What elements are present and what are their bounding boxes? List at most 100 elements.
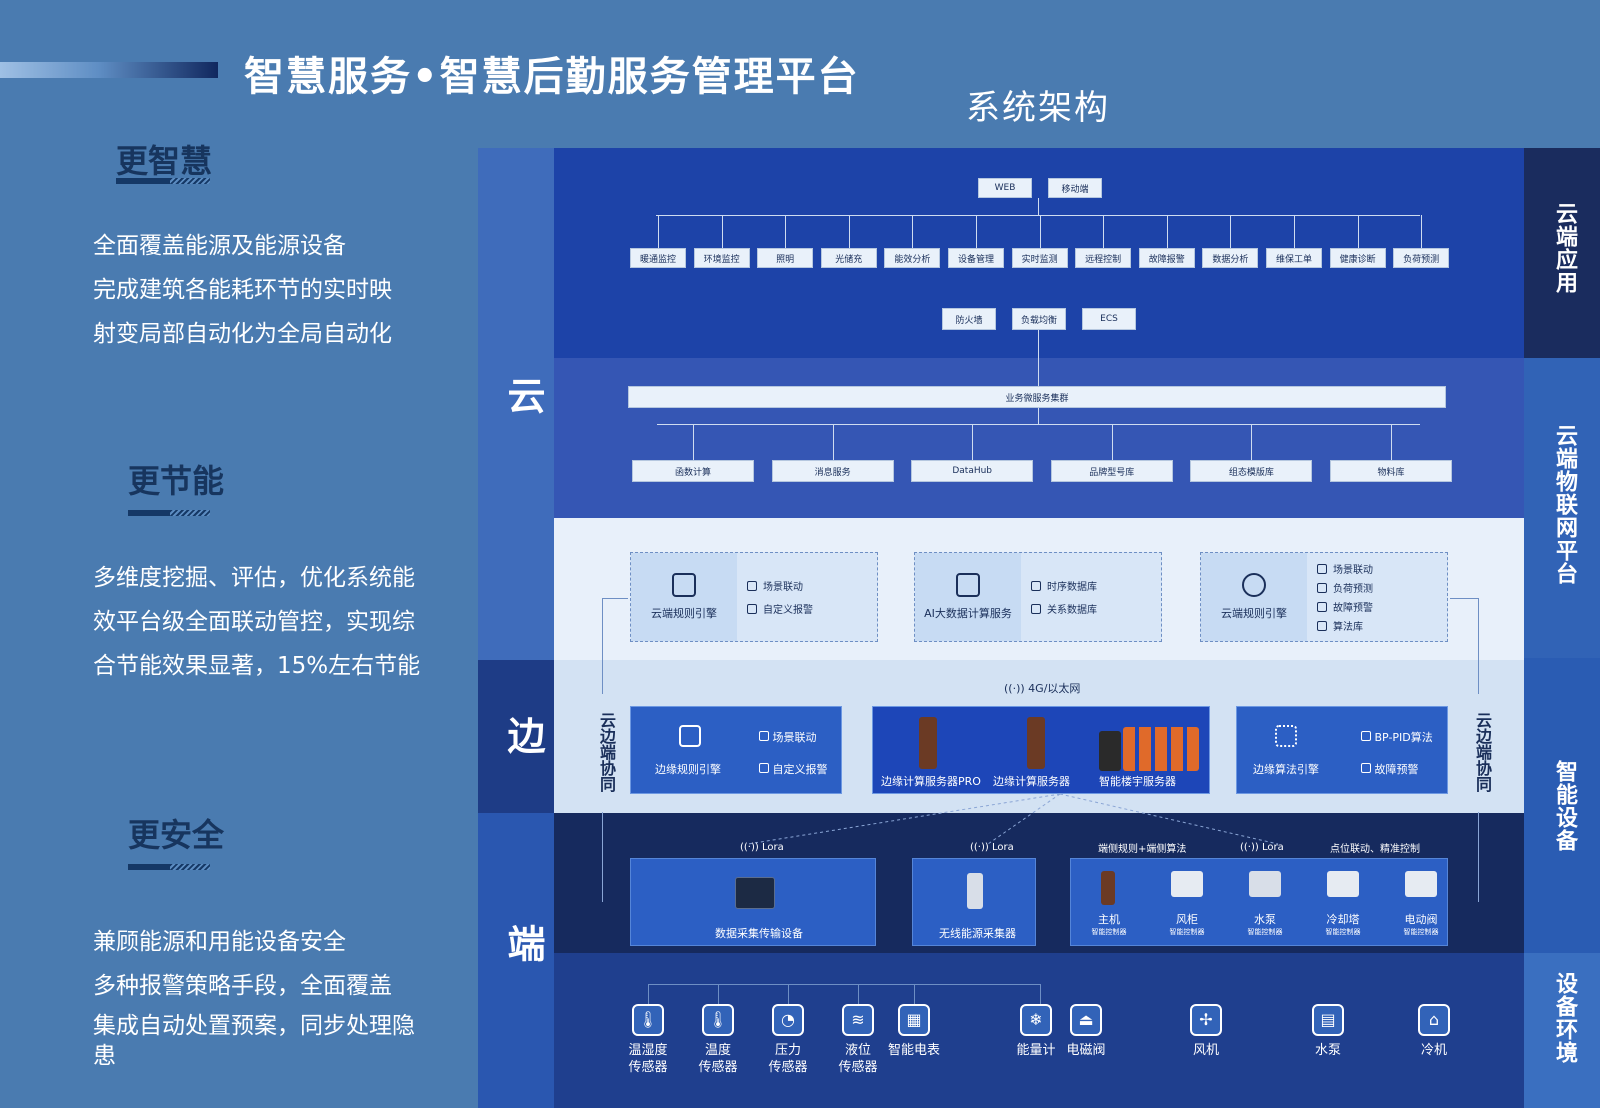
text-line: 全面覆盖能源及能源设备 — [93, 233, 346, 259]
wifi-icon: ((·)) — [1240, 842, 1262, 853]
sensor-label: 传感器 — [698, 1060, 738, 1075]
stack-icon — [1361, 731, 1371, 741]
card-title: 云端规则引擎 — [651, 607, 717, 620]
card-item-label: 场景联动 — [763, 582, 803, 593]
point-control-label: 点位联动、精准控制 — [1330, 844, 1420, 855]
connector — [832, 424, 834, 460]
connector — [1038, 408, 1039, 424]
sensor-device: ⏏ 电磁阀 — [1056, 1004, 1116, 1059]
network-text: 4G/以太网 — [1028, 682, 1081, 695]
platform-service: 组态模版库 — [1190, 460, 1313, 482]
sensor-connector — [718, 984, 719, 1004]
chart-image-icon — [956, 573, 980, 597]
right-band-device — [1524, 658, 1600, 953]
sensor-label: 液位 — [844, 1043, 871, 1058]
app-module: 健康诊断 — [1329, 248, 1386, 268]
algorithm-icon — [1275, 725, 1297, 747]
architecture-title: 系统架构 — [966, 88, 1110, 128]
connector — [912, 215, 914, 248]
edge-server-pro-device — [919, 717, 937, 769]
app-module: 远程控制 — [1075, 248, 1132, 268]
feature-text-safety: 兼顾能源和用能设备安全 多种报警策略手段，全面覆盖 集成自动处置预案，同步处理隐… — [93, 920, 415, 1068]
card-main: 云端规则引擎 — [1201, 553, 1307, 641]
right-band-app — [1524, 148, 1600, 358]
card-item: 场景联动 — [1317, 561, 1447, 576]
title-accent-bar — [0, 62, 218, 78]
platform-service: 物料库 — [1330, 460, 1452, 482]
bell-icon — [1317, 601, 1327, 612]
sync-line — [1478, 598, 1479, 694]
sensor-label: 智能电表 — [887, 1043, 940, 1058]
connector — [972, 424, 974, 460]
water-level-icon: ≋ — [842, 1004, 874, 1036]
sensor-device: ▦智能电表 — [884, 1004, 944, 1059]
lora-text: Lora — [761, 842, 784, 853]
platform-service: DataHub — [911, 460, 1034, 482]
card-items: 场景联动 自定义报警 — [747, 553, 877, 641]
sensor-label: 传感器 — [768, 1060, 808, 1075]
sensor-device: ✢风机 — [1176, 1004, 1236, 1059]
app-module: 数据分析 — [1202, 248, 1259, 268]
connector — [658, 215, 659, 248]
connector — [693, 424, 694, 460]
sensor-label: 水泵 — [1314, 1043, 1341, 1058]
sensor-label: 电磁阀 — [1066, 1043, 1106, 1058]
connector — [1251, 424, 1253, 460]
edge-item: 场景联动 — [759, 729, 817, 745]
card-item: 故障预警 — [1317, 599, 1447, 614]
feature-text-saving: 多维度挖掘、评估，优化系统能 效平台级全面联动管控，实现综 合节能效果显著，15… — [93, 556, 420, 688]
controller-device — [1101, 871, 1115, 905]
connector — [1038, 198, 1039, 216]
sensor-connector — [914, 984, 915, 1004]
controller-name: 水泵 — [1254, 913, 1276, 926]
platform-service: 消息服务 — [771, 460, 894, 482]
connector — [1421, 215, 1423, 248]
connector — [848, 215, 850, 248]
text-line: 集成自动处置预案，同步处理隐 — [93, 1013, 415, 1039]
app-module: 环境监控 — [693, 248, 750, 268]
database-icon — [1031, 603, 1041, 614]
edge-algo-engine: 边缘算法引擎 BP-PID算法 故障预警 — [1236, 706, 1448, 794]
sync-label-right: 云边端协同 — [1473, 712, 1492, 792]
text-line: 射变局部自动化为全局自动化 — [93, 321, 392, 347]
feature-heading-smart: 更智慧 — [116, 142, 213, 180]
edge-server-label: 边缘计算服务器 — [993, 775, 1070, 788]
server-icon — [1317, 620, 1327, 631]
right-label-app: 云端应用 — [1552, 202, 1577, 294]
sensor-device: ◔压力传感器 — [758, 1004, 818, 1076]
edge-server-device — [1027, 717, 1045, 769]
lora-text: Lora — [991, 842, 1014, 853]
connector — [721, 215, 723, 248]
connector — [1103, 215, 1105, 248]
edge-item: 自定义报警 — [759, 761, 828, 777]
connector — [657, 424, 1420, 425]
valve-icon: ⏏ — [1070, 1004, 1102, 1036]
lora-label-1: ((·)) Lora — [740, 842, 784, 853]
card-item: 关系数据库 — [1031, 601, 1161, 616]
data-collector-card: 数据采集传输设备 — [630, 858, 876, 946]
controllers-card: 主机智能控制器风柜智能控制器水泵智能控制器冷却塔智能控制器电动阀智能控制器 — [1070, 858, 1448, 946]
sensor-label: 冷机 — [1420, 1043, 1447, 1058]
card-item-label: 自定义报警 — [763, 605, 813, 616]
sync-line — [602, 598, 628, 599]
tier-label-edge: 边 — [501, 716, 545, 758]
cloud-icon — [1242, 573, 1266, 597]
controller-device — [1249, 871, 1281, 897]
controller-device — [1405, 871, 1437, 897]
feature-heading-saving: 更节能 — [128, 462, 225, 500]
lora-label-2: ((·)) Lora — [970, 842, 1014, 853]
card-item-label: 故障预警 — [1333, 603, 1373, 614]
card-item-label: 算法库 — [1333, 622, 1363, 633]
server-icon — [672, 573, 696, 597]
connector — [1038, 330, 1039, 386]
sensor-label: 风机 — [1192, 1043, 1219, 1058]
lora-text: Lora — [1261, 842, 1284, 853]
card-main: AI大数据计算服务 — [915, 553, 1021, 641]
pump-icon: ▤ — [1312, 1004, 1344, 1036]
stack-icon — [1317, 563, 1327, 574]
card-title: AI大数据计算服务 — [924, 607, 1012, 620]
card-item-label: 场景联动 — [1333, 565, 1373, 576]
app-module: 故障报警 — [1138, 248, 1195, 268]
card-item: 算法库 — [1317, 618, 1447, 633]
lora-label-3: ((·)) Lora — [1240, 842, 1284, 853]
